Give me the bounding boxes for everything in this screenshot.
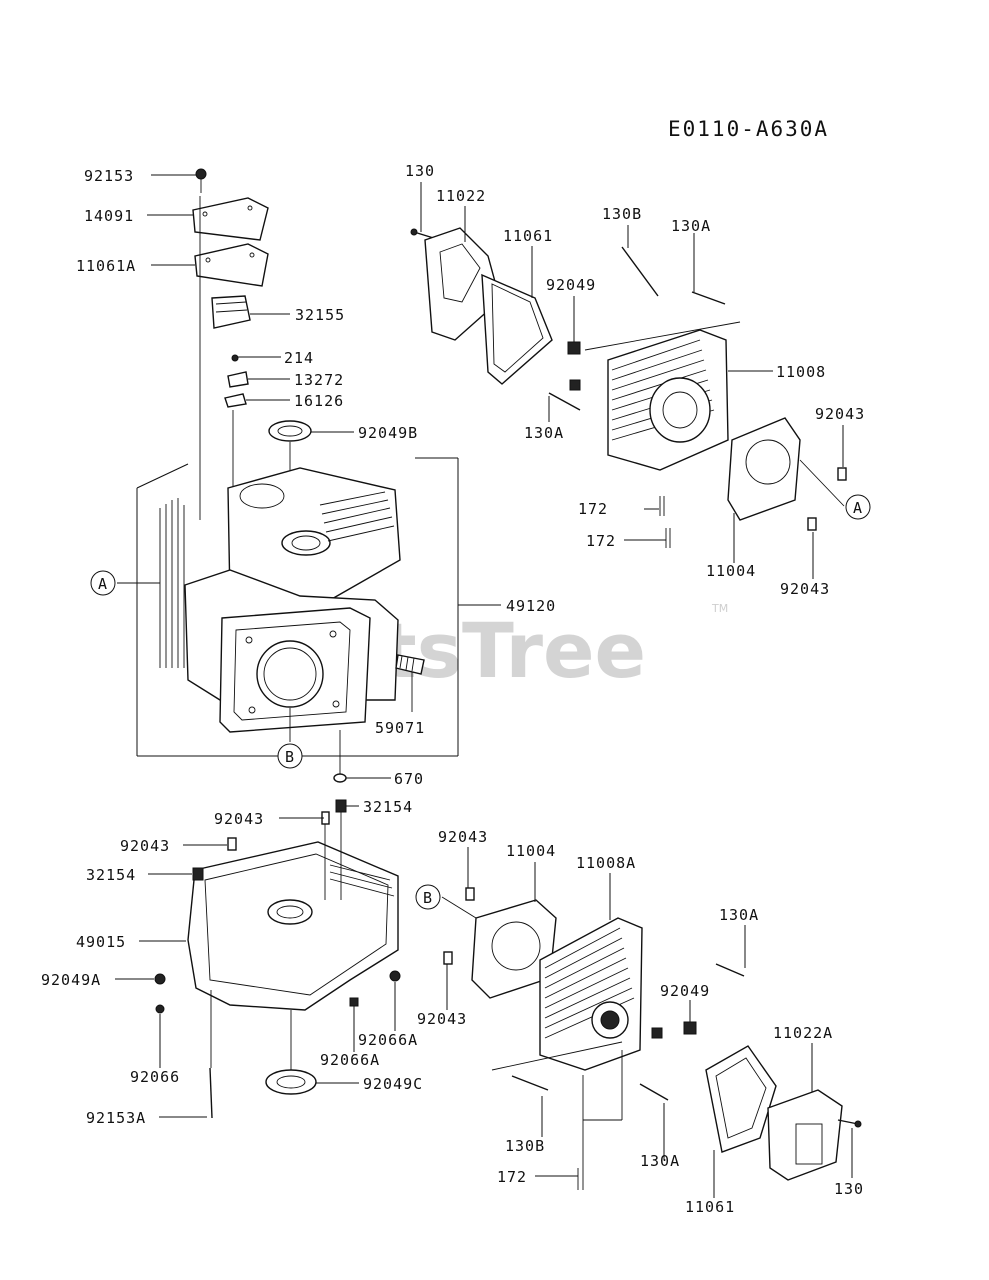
- label-92066a-b: 92066A: [320, 1051, 380, 1069]
- svg-text:B: B: [285, 748, 295, 766]
- leaders-upper-right: [420, 182, 845, 579]
- label-92153a: 92153A: [86, 1109, 146, 1127]
- crankcase-49120: [136, 457, 459, 783]
- watermark-trademark: TM: [711, 602, 728, 615]
- svg-text:A: A: [853, 499, 863, 517]
- label-92049a: 92049A: [41, 971, 101, 989]
- part-labels: 92153 14091 11061A 32155 214 13272 16126…: [41, 162, 865, 1216]
- leaders-lower-right: [441, 847, 853, 1198]
- leaders-lower-left: [115, 805, 396, 1118]
- label-11022: 11022: [436, 187, 486, 205]
- label-32154-b2: 32154: [86, 866, 136, 884]
- label-49015: 49015: [76, 933, 126, 951]
- label-92049-b: 92049: [660, 982, 710, 1000]
- callout-a-right: A: [845, 494, 871, 520]
- label-11061-top: 11061: [503, 227, 553, 245]
- label-130a-b2: 130A: [640, 1152, 680, 1170]
- svg-text:B: B: [423, 889, 433, 907]
- label-92043-b3: 92043: [438, 828, 488, 846]
- label-92049b: 92049B: [358, 424, 418, 442]
- label-172-c: 172: [497, 1168, 527, 1186]
- label-11004-top: 11004: [706, 562, 756, 580]
- label-11061a: 11061A: [76, 257, 136, 275]
- label-14091: 14091: [84, 207, 134, 225]
- label-92043-b4: 92043: [417, 1010, 467, 1028]
- callout-b-lower: B: [415, 884, 441, 910]
- callout-b-left: B: [277, 743, 303, 769]
- cylinder-head-lower: [443, 887, 862, 1190]
- label-11022a: 11022A: [773, 1024, 833, 1042]
- callout-a-left: A: [90, 570, 116, 596]
- label-130b-top: 130B: [602, 205, 642, 223]
- label-92153: 92153: [84, 167, 134, 185]
- label-32154-b1: 32154: [363, 798, 413, 816]
- label-214: 214: [284, 349, 314, 367]
- label-92049-top: 92049: [546, 276, 596, 294]
- crankcase-cover-49015: [154, 799, 401, 1119]
- leaders-crankcase: [117, 582, 501, 779]
- breather-cover-assembly: [192, 168, 312, 442]
- label-11008a: 11008A: [576, 854, 636, 872]
- label-32155: 32155: [295, 306, 345, 324]
- diagram-code: E0110-A630A: [668, 117, 829, 141]
- label-172-b: 172: [586, 532, 616, 550]
- label-92049c: 92049C: [363, 1075, 423, 1093]
- label-92043-r2: 92043: [780, 580, 830, 598]
- label-92066: 92066: [130, 1068, 180, 1086]
- label-16126: 16126: [294, 392, 344, 410]
- label-49120: 49120: [506, 597, 556, 615]
- label-92043-r1: 92043: [815, 405, 865, 423]
- label-130b-b: 130B: [505, 1137, 545, 1155]
- label-92043-b1: 92043: [214, 810, 264, 828]
- label-130-b: 130: [834, 1180, 864, 1198]
- label-59071: 59071: [375, 719, 425, 737]
- svg-text:A: A: [98, 575, 108, 593]
- label-92043-b2: 92043: [120, 837, 170, 855]
- label-92066a-a: 92066A: [358, 1031, 418, 1049]
- label-172-a: 172: [578, 500, 608, 518]
- label-670: 670: [394, 770, 424, 788]
- label-130a-top: 130A: [671, 217, 711, 235]
- cylinder-head-upper: [410, 227, 847, 548]
- label-13272: 13272: [294, 371, 344, 389]
- label-130a-mid: 130A: [524, 424, 564, 442]
- label-11061-b: 11061: [685, 1198, 735, 1216]
- label-130-top: 130: [405, 162, 435, 180]
- label-130a-b1: 130A: [719, 906, 759, 924]
- label-11004-b: 11004: [506, 842, 556, 860]
- label-11008: 11008: [776, 363, 826, 381]
